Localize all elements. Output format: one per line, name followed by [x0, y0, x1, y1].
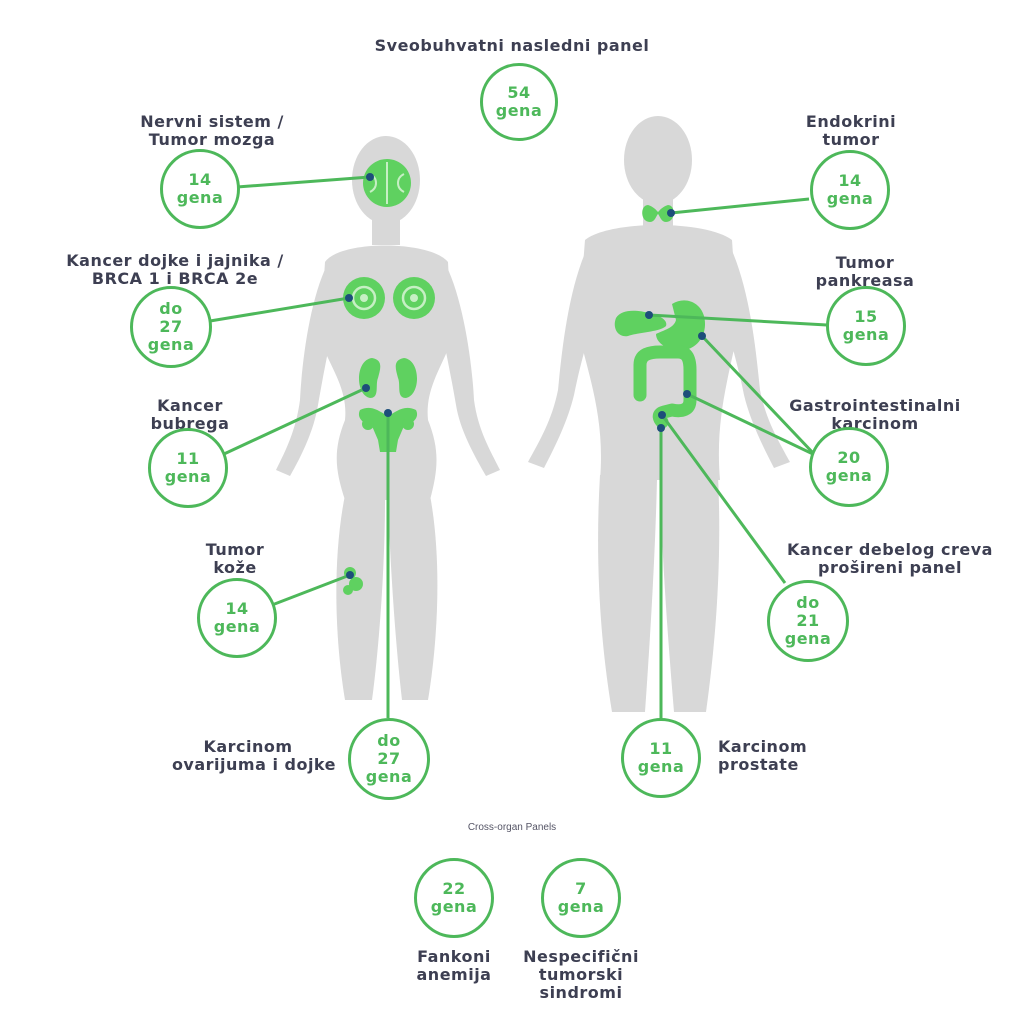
- label-endocrine: Endokrini tumor: [776, 113, 926, 149]
- label-line: Fankoni: [417, 947, 491, 966]
- label-nervous: Nervni sistem / Tumor mozga: [102, 113, 322, 149]
- cross-organ-heading: Cross-organ Panels: [467, 822, 557, 833]
- label-line: bubrega: [150, 414, 230, 433]
- label-line: Kancer debelog creva: [787, 540, 993, 559]
- badge-text: gena: [557, 897, 605, 916]
- badge-text: gena: [842, 325, 890, 344]
- connector-lines: [209, 175, 828, 719]
- label-line: prošireni panel: [817, 558, 962, 577]
- badge-text: 20: [837, 448, 861, 467]
- label-line: Nervni sistem /: [140, 112, 284, 131]
- badge-text: gena: [147, 335, 195, 354]
- label-nonspecific: Nespecifični tumorski sindromi: [506, 948, 656, 1002]
- page-title: Sveobuhvatni nasledni panel: [312, 37, 712, 55]
- label-pancreas: Tumor pankreasa: [790, 254, 940, 290]
- label-line: Sveobuhvatni nasledni panel: [374, 36, 650, 55]
- kidney-icon: [358, 358, 418, 398]
- label-line: Nespecifični: [523, 947, 639, 966]
- label-line: Karcinom: [718, 737, 808, 756]
- label-line: karcinom: [831, 414, 919, 433]
- badge-text: 14: [225, 599, 249, 618]
- label-breast-ovary: Kancer dojke i jajnika / BRCA 1 i BRCA 2…: [40, 252, 310, 288]
- pancreas-icon: [614, 310, 667, 337]
- label-line: Tumor: [205, 540, 265, 559]
- badge-text: gena: [495, 101, 543, 120]
- label-line: kože: [213, 558, 257, 577]
- badge-text: gena: [784, 629, 832, 648]
- badge-text: gena: [164, 467, 212, 486]
- badge-text: do 27: [159, 299, 183, 336]
- badge-text: do 27: [377, 731, 401, 768]
- label-skin: Tumor kože: [180, 541, 290, 577]
- label-line: Kancer dojke i jajnika /: [66, 251, 284, 270]
- badge-text: gena: [637, 757, 685, 776]
- badge-text: do 21: [796, 593, 820, 630]
- badge-text: gena: [213, 617, 261, 636]
- connector-dots: [345, 173, 706, 579]
- label-line: ovarijuma i dojke: [171, 755, 336, 774]
- badge-text: gena: [825, 466, 873, 485]
- badge-text: 11: [649, 739, 673, 758]
- badge-text: 14: [188, 170, 212, 189]
- label-kidney: Kancer bubrega: [130, 397, 250, 433]
- badge-text: gena: [176, 188, 224, 207]
- label-line: pankreasa: [815, 271, 915, 290]
- label-colon: Kancer debelog creva prošireni panel: [760, 541, 1020, 577]
- breast-icon: [343, 277, 435, 319]
- label-gastro: Gastrointestinalni karcinom: [770, 397, 980, 433]
- thyroid-icon: [642, 205, 674, 222]
- badge-text: 7: [575, 879, 587, 898]
- label-line: sindromi: [539, 983, 623, 1002]
- label-fanconi: Fankoni anemija: [394, 948, 514, 984]
- label-line: Gastrointestinalni: [789, 396, 961, 415]
- badge-text: gena: [365, 767, 413, 786]
- brain-icon: [363, 159, 411, 207]
- badge-text: 15: [854, 307, 878, 326]
- label-line: Endokrini: [805, 112, 897, 131]
- label-prostate: Karcinom prostate: [718, 738, 868, 774]
- badge-text: 54: [507, 83, 531, 102]
- badge-text: 14: [838, 171, 862, 190]
- stomach-icon: [656, 300, 706, 351]
- label-line: Kancer: [157, 396, 223, 415]
- badge-comprehensive: 54 gena: [480, 63, 558, 141]
- label-line: Karcinom: [203, 737, 293, 756]
- label-line: BRCA 1 i BRCA 2e: [91, 269, 259, 288]
- label-line: prostate: [718, 755, 799, 774]
- male-silhouette: [528, 116, 790, 712]
- label-line: Tumor: [835, 253, 895, 272]
- label-line: tumorski: [538, 965, 624, 984]
- badge-text: 22: [442, 879, 466, 898]
- label-line: Tumor mozga: [148, 130, 276, 149]
- label-line: anemija: [416, 965, 492, 984]
- label-ovarian: Karcinom ovarijuma i dojke: [120, 738, 336, 774]
- badge-text: 11: [176, 449, 200, 468]
- badge-text: gena: [826, 189, 874, 208]
- label-line: tumor: [822, 130, 880, 149]
- badge-text: gena: [430, 897, 478, 916]
